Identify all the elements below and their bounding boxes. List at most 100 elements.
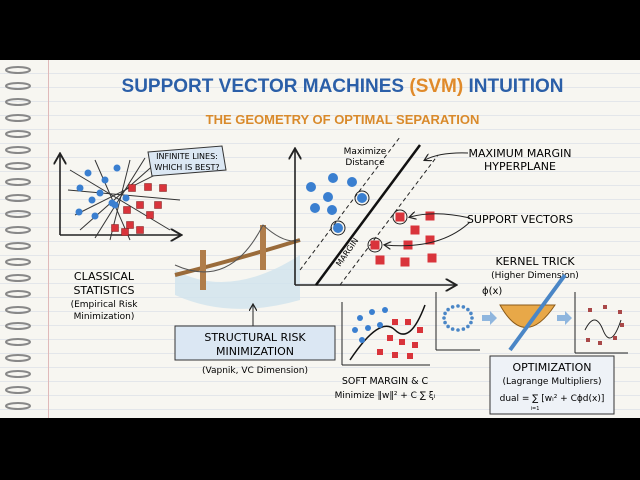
illustration: INFINITE LINES: WHICH IS BEST? CLASSICAL… xyxy=(5,66,628,415)
spiral-ring xyxy=(5,402,31,410)
title-part-3: INTUITION xyxy=(463,76,564,97)
ring-point xyxy=(443,311,447,316)
red-point xyxy=(370,240,380,250)
blue-point xyxy=(365,325,371,331)
spiral-ring xyxy=(5,290,31,298)
spiral-ring xyxy=(5,274,31,282)
max-margin-label-2: HYPERPLANE xyxy=(484,160,556,173)
red-point xyxy=(136,226,144,234)
red-point xyxy=(410,225,420,235)
spiral-ring xyxy=(5,130,31,138)
red-point xyxy=(126,221,134,229)
kernel-label: KERNEL TRICK xyxy=(495,255,575,268)
srm-banner: STRUCTURAL RISK MINIMIZATION xyxy=(174,325,336,361)
blue-point xyxy=(91,212,99,220)
blue-point xyxy=(113,164,121,172)
spiral-ring xyxy=(5,322,31,330)
red-point xyxy=(417,327,423,333)
spiral-ring xyxy=(5,178,31,186)
blue-point xyxy=(382,307,388,313)
classical-label-2: STATISTICS xyxy=(73,284,134,297)
kernel-point xyxy=(586,338,590,342)
infinite-lines-banner: INFINITE LINES: WHICH IS BEST? xyxy=(147,145,227,177)
kernel-sub: (Higher Dimension) xyxy=(491,271,579,281)
ring-point xyxy=(470,316,474,320)
blue-point xyxy=(84,169,92,177)
soft-margin-label: SOFT MARGIN & C xyxy=(342,376,429,387)
spiral-ring xyxy=(5,98,31,106)
blue-point xyxy=(328,173,338,183)
ring-point xyxy=(469,320,473,325)
red-point xyxy=(425,235,435,245)
ring-point xyxy=(446,307,450,312)
ring-point xyxy=(466,307,470,312)
blue-point xyxy=(359,337,365,343)
blue-point xyxy=(347,177,357,187)
max-margin-label: MAXIMUM MARGIN xyxy=(469,147,572,160)
red-point xyxy=(399,339,405,345)
red-point xyxy=(128,184,136,192)
blue-point xyxy=(122,194,130,202)
srm-label-2: MINIMIZATION xyxy=(216,345,294,358)
red-point xyxy=(123,206,131,214)
red-point xyxy=(403,240,413,250)
red-point xyxy=(377,349,383,355)
spiral-ring xyxy=(5,210,31,218)
red-point xyxy=(392,352,398,358)
red-point xyxy=(136,201,144,209)
spiral-ring xyxy=(5,338,31,346)
spiral-ring xyxy=(5,114,31,122)
page-title: SUPPORT VECTOR MACHINES (SVM) INTUITION xyxy=(50,76,635,98)
blue-point xyxy=(357,315,363,321)
red-point xyxy=(392,319,398,325)
ring-point xyxy=(456,328,460,332)
blue-point xyxy=(310,203,320,213)
blue-point xyxy=(111,201,119,209)
red-point xyxy=(425,211,435,221)
spiral-ring xyxy=(5,258,31,266)
support-vectors-label: SUPPORT VECTORS xyxy=(467,213,573,226)
kernel-point xyxy=(613,336,617,340)
red-point xyxy=(159,184,167,192)
classical-label: CLASSICAL xyxy=(74,270,135,283)
optimization-box: OPTIMIZATION (Lagrange Multipliers) dual… xyxy=(489,355,615,415)
spiral-ring xyxy=(5,82,31,90)
soft-margin-formula: Minimize ‖w‖² + C ∑ ξᵢ xyxy=(335,391,436,401)
optimization-sub: (Lagrange Multipliers) xyxy=(503,377,602,387)
red-point xyxy=(111,224,119,232)
classical-sub-2: Minimization) xyxy=(74,312,135,322)
red-point xyxy=(387,335,393,341)
ring-point xyxy=(446,324,450,329)
banner-line-2: WHICH IS BEST? xyxy=(154,163,219,172)
maximize-label: Maximize xyxy=(344,147,387,157)
spiral-ring xyxy=(5,162,31,170)
blue-point xyxy=(75,208,83,216)
blue-point xyxy=(357,193,367,203)
red-point xyxy=(412,342,418,348)
classical-plot xyxy=(60,155,180,240)
ring-point xyxy=(450,327,455,331)
kernel-plots xyxy=(435,273,628,354)
red-point xyxy=(405,319,411,325)
red-point xyxy=(154,201,162,209)
blue-point xyxy=(88,196,96,204)
ring-point xyxy=(461,327,466,331)
spiral-ring xyxy=(5,370,31,378)
ring-point xyxy=(456,304,460,308)
blue-point xyxy=(327,205,337,215)
notebook-page: SUPPORT VECTOR MACHINES (SVM) INTUITION … xyxy=(0,60,640,418)
kernel-point xyxy=(588,308,592,312)
spiral-ring xyxy=(5,194,31,202)
optimization-label: OPTIMIZATION xyxy=(512,361,591,374)
page-subtitle: THE GEOMETRY OF OPTIMAL SEPARATION xyxy=(205,112,480,127)
optimization-formula: dual = ∑ [wᵢ² + Cϕd(x)] xyxy=(500,394,605,404)
red-point xyxy=(427,253,437,263)
margin-line xyxy=(48,60,49,418)
blue-point xyxy=(352,327,358,333)
blue-point xyxy=(306,182,316,192)
spiral-ring xyxy=(5,226,31,234)
red-point xyxy=(121,228,129,236)
spiral-ring xyxy=(5,146,31,154)
sum-index: i=1 xyxy=(531,406,540,412)
soft-margin-plot xyxy=(341,302,430,366)
